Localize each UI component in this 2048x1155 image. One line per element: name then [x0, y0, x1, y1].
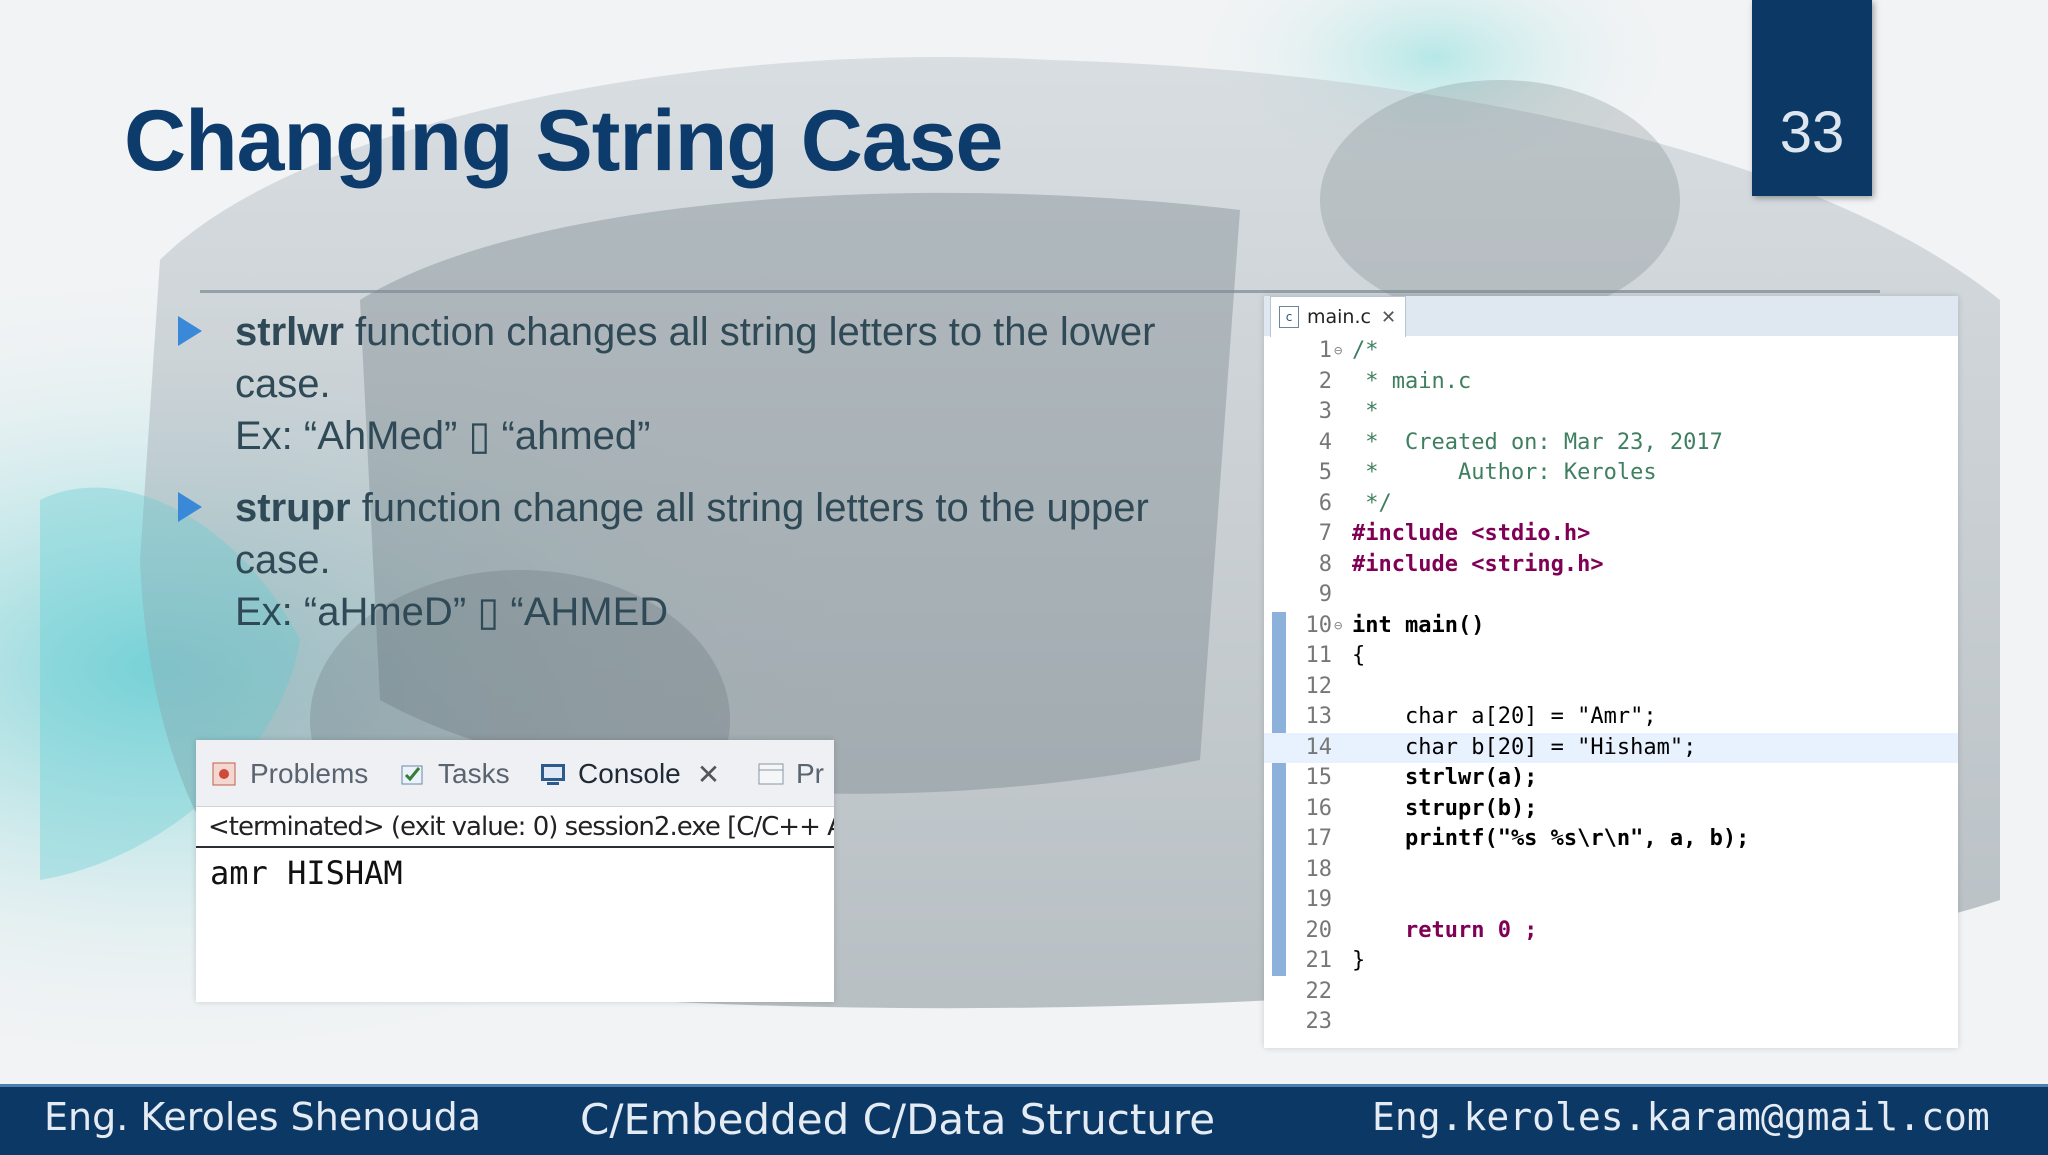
close-icon[interactable]: ✕ — [1380, 306, 1397, 328]
fold-icon: ⊖ — [1334, 617, 1343, 634]
fold-icon: ⊖ — [1334, 343, 1343, 359]
footer-bar: Eng. Keroles Shenouda C/Embedded C/Data … — [0, 1084, 2048, 1155]
problems-icon — [210, 760, 240, 788]
tasks-icon — [398, 760, 428, 788]
code-line: 17 printf("%s %s\r\n", a, b); — [1305, 826, 1750, 851]
editor-tab-label: main.c — [1307, 306, 1371, 328]
tab-tasks[interactable]: Tasks — [398, 754, 510, 794]
editor-tab-bar: c main.c ✕ — [1264, 296, 1958, 337]
bullet-arrow-icon — [178, 492, 202, 522]
tab-label: Pr — [796, 758, 824, 789]
tab-label: Console — [578, 758, 681, 789]
bullet-keyword: strlwr — [235, 310, 344, 354]
editor-tab-main-c[interactable]: c main.c ✕ — [1270, 296, 1406, 337]
code-line: 20 return 0 ; — [1305, 917, 1538, 943]
tab-label: Problems — [250, 758, 369, 789]
code-line: 8#include <string.h> — [1318, 551, 1604, 577]
code-line: 16 strupr(b); — [1305, 795, 1538, 821]
bullet-text: strupr function change all string letter… — [235, 482, 1255, 638]
console-icon — [538, 760, 568, 788]
code-line: 15 strlwr(a); — [1305, 765, 1538, 790]
code-line: 13 char a[20] = "Amr"; — [1305, 704, 1657, 729]
code-line: 3 * — [1318, 399, 1379, 424]
tab-console[interactable]: Console ✕ — [538, 754, 720, 794]
c-file-icon: c — [1279, 306, 1299, 328]
tab-progress[interactable]: Pr — [756, 754, 824, 794]
bullet-text: strlwr function changes all string lette… — [235, 306, 1255, 462]
code-line: 23 — [1305, 1009, 1333, 1034]
title-divider — [200, 290, 1880, 293]
tab-label: Tasks — [438, 758, 510, 789]
console-output: amr HISHAM — [210, 854, 403, 892]
code-line-current: 14 char b[20] = "Hisham"; — [1264, 732, 1958, 763]
bullet-description: function change all string letters to th… — [235, 486, 1149, 582]
close-icon[interactable]: ✕ — [696, 758, 721, 790]
code-line: 1⊖/* — [1264, 336, 1958, 367]
code-area[interactable]: 1⊖/* 2 * main.c 3 * 4 * Created on: Mar … — [1264, 336, 1958, 1038]
code-line: 2 * main.c — [1318, 368, 1472, 394]
slide-title: Changing String Case — [124, 93, 1003, 189]
code-line: 18 — [1305, 856, 1333, 882]
code-line: 9 — [1318, 582, 1332, 607]
progress-icon — [756, 760, 786, 788]
footer-author: Eng. Keroles Shenouda — [44, 1095, 482, 1139]
bullet-example: Ex: “aHmeD” ▯ “AHMED — [235, 590, 669, 634]
code-line: 19 — [1305, 887, 1333, 912]
footer-email[interactable]: Eng.keroles.karam@gmail.com — [1372, 1095, 1990, 1139]
bullet-arrow-icon — [178, 316, 202, 346]
code-line: 7#include <stdio.h> — [1318, 521, 1591, 546]
console-divider — [196, 846, 834, 848]
footer-course: C/Embedded C/Data Structure — [580, 1095, 1216, 1144]
slide-number: 33 — [1779, 100, 1845, 165]
code-line: 5 * Author: Keroles — [1318, 460, 1657, 485]
code-line: 21} — [1305, 948, 1366, 973]
slide-number-tab: 33 — [1752, 0, 1872, 196]
code-line: 4 * Created on: Mar 23, 2017 — [1318, 429, 1723, 455]
console-tab-bar: Problems Tasks Console ✕ Pr — [196, 740, 834, 807]
tab-problems[interactable]: Problems — [210, 754, 368, 794]
change-marker-bar — [1272, 612, 1286, 976]
code-line: 22 — [1305, 978, 1333, 1004]
console-status: <terminated> (exit value: 0) session2.ex… — [208, 812, 834, 842]
code-line: 6 */ — [1318, 490, 1392, 516]
code-editor: c main.c ✕ 1⊖/* 2 * main.c 3 * 4 * Creat… — [1264, 296, 1958, 1048]
code-line: 10⊖int main() — [1264, 611, 1958, 642]
bullet-keyword: strupr — [235, 486, 351, 530]
bullet-description: function changes all string letters to t… — [235, 310, 1156, 406]
code-line: 11{ — [1305, 643, 1366, 668]
bullet-example: Ex: “AhMed” ▯ “ahmed” — [235, 414, 651, 458]
console-panel: Problems Tasks Console ✕ Pr <terminated>… — [196, 740, 834, 1002]
code-line: 12 — [1305, 673, 1333, 699]
